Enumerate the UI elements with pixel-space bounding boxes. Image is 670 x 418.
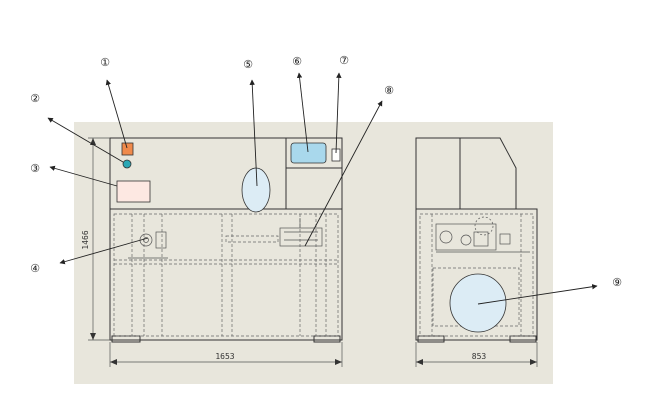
callout-label-6: ⑥ [292,55,302,68]
callout-label-3: ③ [30,162,40,175]
front-width-dimension-label: 1653 [215,352,234,361]
front-lower-body [109,208,343,341]
callout-label-8: ⑧ [384,84,394,97]
callout-line-8 [304,100,383,247]
callout-label-2: ② [30,92,40,105]
callout-label-1: ① [100,56,110,69]
side-width-dimension-label: 853 [472,352,487,361]
teal-indicator [122,159,132,169]
callout-line-3 [49,165,118,187]
front-view: 1466 1653 [81,137,343,367]
side-drum [449,273,507,333]
callout-label-4: ④ [30,262,40,275]
callout-line-9 [477,284,598,305]
callout-label-9: ⑨ [612,276,622,289]
callout-label-5: ⑤ [243,58,253,71]
height-dimension-label: 1466 [81,230,90,249]
side-view: 853 [415,137,538,367]
callout-label-7: ⑦ [339,54,349,67]
callout-labels: ① ② ③ ④ ⑤ ⑥ ⑦ ⑧ ⑨ [30,54,622,289]
callout-lines [47,72,598,305]
oval-window [241,167,271,213]
pink-panel [116,180,151,203]
side-lower-body [415,208,538,341]
display-screen [290,142,327,164]
orange-button [121,142,134,156]
callout-line-5 [249,79,258,187]
callout-line-1 [105,79,128,149]
callout-line-2 [47,117,124,163]
callout-line-4 [59,237,149,265]
control-box [285,137,343,169]
callout-line-6 [296,72,309,153]
callout-line-7 [335,72,342,154]
